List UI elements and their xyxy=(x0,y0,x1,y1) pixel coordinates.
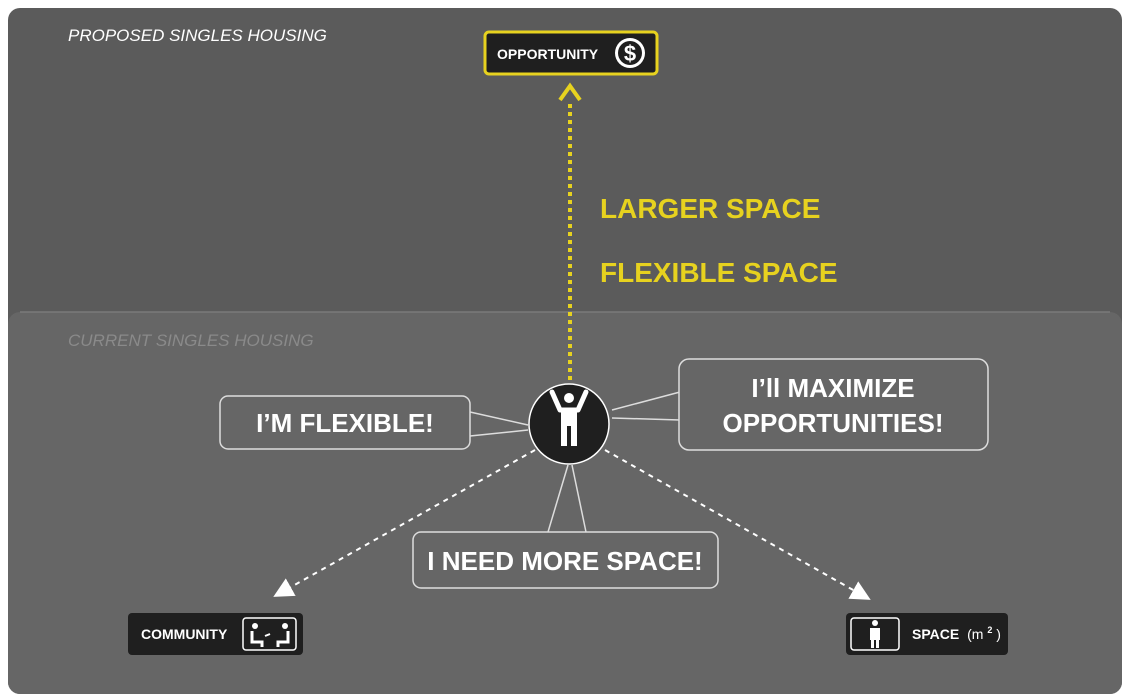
larger-space-label: LARGER SPACE xyxy=(600,193,820,224)
dollar-icon: $ xyxy=(615,38,645,68)
person-standing-icon xyxy=(850,617,900,651)
community-tag-label: COMMUNITY xyxy=(141,626,228,642)
opportunity-tag-label: OPPORTUNITY xyxy=(497,46,599,62)
svg-text:$: $ xyxy=(624,41,636,66)
current-section-label: CURRENT SINGLES HOUSING xyxy=(68,331,314,350)
space-tag-label-unit: (m xyxy=(967,626,983,642)
maximize-bubble-line1: I’ll MAXIMIZE xyxy=(751,373,914,403)
space-tag-label-main: SPACE xyxy=(912,626,959,642)
flexible-bubble-connector xyxy=(469,411,529,437)
flexible-bubble: I’M FLEXIBLE! xyxy=(219,395,471,450)
space-bubble-text: I NEED MORE SPACE! xyxy=(427,546,702,576)
community-arrow-line xyxy=(273,449,536,597)
flexible-space-label: FLEXIBLE SPACE xyxy=(600,257,838,288)
opportunity-tag: OPPORTUNITY $ xyxy=(483,30,659,76)
community-tag: COMMUNITY xyxy=(128,613,303,655)
proposed-section-label: PROPOSED SINGLES HOUSING xyxy=(68,26,327,45)
space-tag: SPACE (m 2 ) xyxy=(846,613,1008,655)
space-tag-label-close: ) xyxy=(996,626,1001,642)
space-tag-label-sup: 2 xyxy=(987,625,992,635)
maximize-bubble-connector xyxy=(611,391,681,421)
space-bubble: I NEED MORE SPACE! xyxy=(412,531,719,589)
two-people-seated-icon xyxy=(242,617,297,651)
opportunity-arrow-head xyxy=(558,82,582,102)
space-tag-label: SPACE (m 2 ) xyxy=(912,620,1001,642)
maximize-bubble-line2: OPPORTUNITIES! xyxy=(722,408,943,438)
flexible-bubble-text: I’M FLEXIBLE! xyxy=(256,408,434,438)
space-bubble-connector xyxy=(547,464,587,533)
maximize-bubble: I’ll MAXIMIZE OPPORTUNITIES! xyxy=(678,358,989,451)
person-arms-up-icon xyxy=(528,383,610,465)
